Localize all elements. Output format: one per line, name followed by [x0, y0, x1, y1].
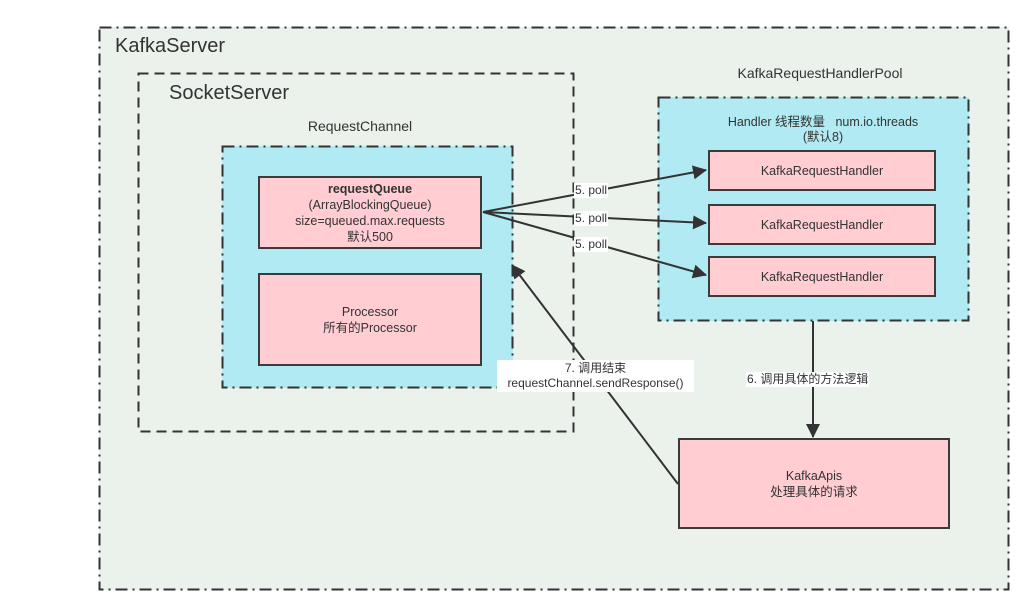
request-handler-box[interactable]: KafkaRequestHandler: [708, 204, 936, 245]
request-queue-type: (ArrayBlockingQueue): [308, 197, 432, 212]
processor-box[interactable]: Processor 所有的Processor: [258, 273, 482, 366]
poll-label-3: 5. poll: [574, 237, 609, 252]
handler-threads-default: (默认8): [802, 130, 844, 144]
handler-pool-title: KafkaRequestHandlerPool: [737, 65, 903, 81]
processor-desc: 所有的Processor: [323, 320, 417, 335]
kafka-server-border: [98, 26, 1010, 591]
request-queue-size: size=queued.max.requests: [295, 213, 445, 228]
handler-threads-text: Handler 线程数量 num.io.threads: [727, 115, 919, 129]
kafka-apis-box[interactable]: KafkaApis 处理具体的请求: [678, 438, 950, 529]
request-handler-box[interactable]: KafkaRequestHandler: [708, 150, 936, 191]
request-handler-label: KafkaRequestHandler: [760, 163, 884, 178]
handler-pool-border: [657, 96, 970, 322]
handler-threads-label: Handler 线程数量 num.io.threads (默认8): [658, 115, 988, 145]
respond-label-line2: requestChannel.sendResponse(): [507, 376, 684, 390]
invoke-label: 6. 调用具体的方法逻辑: [746, 372, 870, 387]
socket-server-title: SocketServer: [169, 82, 290, 104]
socket-server-border: [137, 72, 575, 433]
kafka-apis-desc: 处理具体的请求: [770, 484, 858, 499]
request-queue-name: requestQueue: [327, 181, 413, 196]
kafka-apis-name: KafkaApis: [785, 468, 843, 483]
respond-label-line1: 7. 调用结束: [564, 361, 627, 375]
request-queue-box[interactable]: requestQueue (ArrayBlockingQueue) size=q…: [258, 176, 482, 249]
poll-label-2: 5. poll: [574, 211, 609, 226]
request-handler-label: KafkaRequestHandler: [760, 269, 884, 284]
poll-label-1: 5. poll: [574, 183, 609, 198]
request-handler-box[interactable]: KafkaRequestHandler: [708, 256, 936, 297]
request-handler-label: KafkaRequestHandler: [760, 217, 884, 232]
kafka-server-title: KafkaServer: [115, 35, 226, 57]
request-queue-default: 默认500: [347, 229, 393, 244]
processor-name: Processor: [341, 304, 399, 319]
respond-label: 7. 调用结束 requestChannel.sendResponse(): [497, 360, 694, 392]
request-channel-title: RequestChannel: [307, 118, 413, 134]
